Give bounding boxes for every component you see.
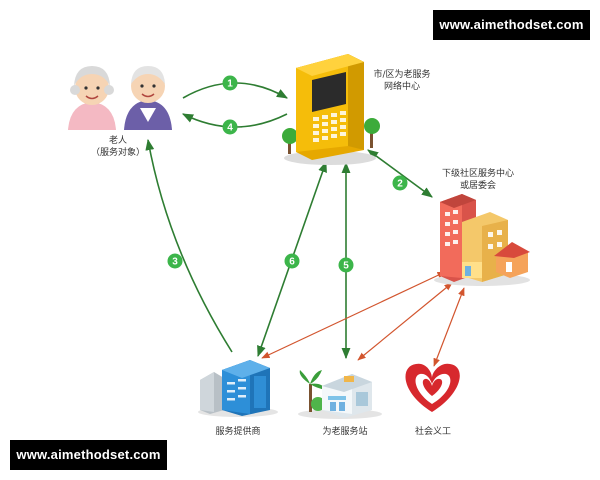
- arrow-community-station: [357, 282, 453, 361]
- node-community-center: 下级社区服务中心 或居委会: [434, 167, 530, 286]
- city-center-label-line1: 市/区为老服务: [373, 68, 430, 80]
- watermark-top: www.aimethodset.com: [433, 10, 590, 40]
- step-badge-5: 5: [338, 257, 354, 273]
- arrow-community-provider: [261, 271, 446, 359]
- service-station-icon: [298, 370, 382, 419]
- blue-office-building-icon: [198, 360, 278, 417]
- node-volunteer: 社会义工: [405, 363, 460, 437]
- elderly-label-line1: 老人: [109, 134, 127, 146]
- svg-text:4: 4: [227, 123, 233, 134]
- arrow-step-3: [145, 138, 233, 353]
- step-badge-3: 3: [167, 253, 183, 269]
- svg-text:5: 5: [343, 261, 349, 272]
- node-city-center: 市/区为老服务 网络中心: [282, 54, 431, 165]
- volunteer-label: 社会义工: [415, 425, 451, 437]
- svg-text:6: 6: [289, 257, 295, 268]
- heart-hands-icon: [405, 363, 460, 412]
- svg-text:3: 3: [172, 257, 178, 268]
- elderly-label-line2: （服务对象）: [91, 146, 145, 158]
- green-arrows: [145, 82, 433, 360]
- step-badge-6: 6: [284, 253, 300, 269]
- office-tower-icon: [282, 54, 380, 165]
- elderly-couple-icon: [68, 66, 172, 130]
- orange-arrows: [261, 271, 465, 367]
- node-elderly: 老人 （服务对象）: [68, 66, 172, 158]
- watermark-bottom: www.aimethodset.com: [10, 440, 167, 470]
- step-badge-1: 1: [222, 75, 238, 91]
- svg-text:2: 2: [397, 179, 403, 190]
- community-center-label-line2: 或居委会: [460, 179, 496, 191]
- arrow-community-volunteer: [433, 287, 465, 367]
- node-service-station: 为老服务站: [298, 370, 382, 437]
- city-center-label-line2: 网络中心: [384, 80, 420, 92]
- community-center-label-line1: 下级社区服务中心: [442, 167, 514, 179]
- arrow-step-2: [367, 149, 433, 198]
- step-badge-2: 2: [392, 175, 408, 191]
- node-provider: 服务提供商: [198, 360, 278, 437]
- svg-text:1: 1: [227, 79, 233, 90]
- provider-label: 服务提供商: [215, 425, 260, 437]
- station-label: 为老服务站: [322, 425, 367, 437]
- community-buildings-icon: [434, 194, 530, 286]
- step-badge-4: 4: [222, 119, 238, 135]
- step-badges: 1 4 2 3 6 5: [167, 75, 408, 273]
